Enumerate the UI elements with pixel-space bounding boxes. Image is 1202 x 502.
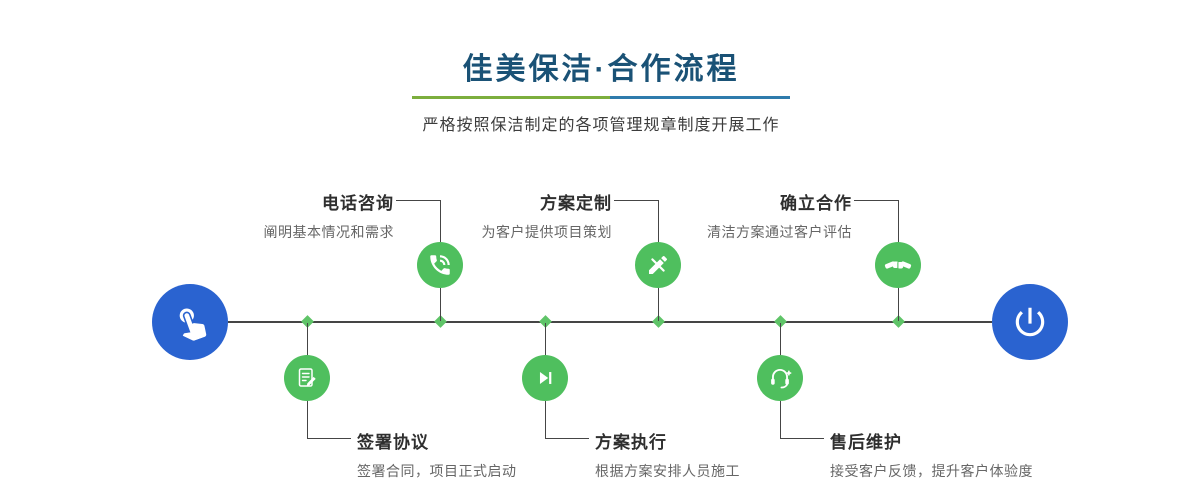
step-text: 方案定制 为客户提供项目策划 — [392, 189, 612, 242]
step-description: 阐明基本情况和需求 — [263, 224, 394, 240]
step-icon-circle — [284, 355, 330, 401]
connector-line — [307, 323, 308, 355]
step-icon-circle — [757, 355, 803, 401]
connector-line — [307, 438, 351, 439]
connector-line — [854, 200, 898, 201]
connector-line — [780, 323, 781, 355]
connector-line — [658, 200, 659, 242]
connector-line — [658, 288, 659, 321]
step-icon-circle — [875, 242, 921, 288]
step-text: 签署协议 签署合同，项目正式启动 — [357, 428, 627, 481]
divider-blue-segment — [610, 96, 790, 99]
step-description: 清洁方案通过客户评估 — [707, 224, 852, 240]
connector-line — [396, 200, 440, 201]
connector-line — [440, 200, 441, 242]
step-title: 售后维护 — [830, 433, 902, 452]
step-title: 签署协议 — [357, 433, 429, 452]
connector-line — [614, 200, 658, 201]
connector-line — [440, 288, 441, 321]
step-text: 确立合作 清洁方案通过客户评估 — [632, 189, 852, 242]
pencil-ruler-icon — [649, 255, 668, 274]
headset-support-icon — [771, 369, 792, 389]
step-title: 电话咨询 — [322, 194, 394, 213]
step-description: 为客户提供项目策划 — [481, 224, 612, 240]
page-subtitle: 严格按照保洁制定的各项管理规章制度开展工作 — [422, 117, 780, 134]
connector-line — [898, 288, 899, 321]
step-title: 确立合作 — [780, 194, 852, 213]
timeline-line — [228, 321, 992, 323]
connector-line — [307, 401, 308, 438]
step-icon-circle — [522, 355, 568, 401]
handshake-icon — [884, 261, 912, 269]
step-description: 根据方案安排人员施工 — [595, 463, 740, 479]
connector-line — [780, 401, 781, 438]
step-icon-circle — [417, 242, 463, 288]
step-description: 签署合同，项目正式启动 — [357, 463, 517, 479]
connector-line — [545, 323, 546, 355]
connector-line — [545, 438, 589, 439]
step-title: 方案执行 — [595, 433, 667, 452]
step-icon-circle — [635, 242, 681, 288]
divider-green-segment — [412, 96, 610, 99]
timeline-start-node — [152, 284, 228, 360]
step-text: 电话咨询 阐明基本情况和需求 — [174, 189, 394, 242]
step-title: 方案定制 — [540, 194, 612, 213]
title-divider — [412, 96, 790, 99]
step-text: 售后维护 接受客户反馈，提升客户体验度 — [830, 428, 1100, 481]
page-title: 佳美保洁·合作流程 — [462, 53, 740, 86]
contract-icon — [298, 368, 316, 387]
phone-icon — [430, 255, 450, 275]
power-icon — [1015, 307, 1045, 337]
step-text: 方案执行 根据方案安排人员施工 — [595, 428, 865, 481]
step-description: 接受客户反馈，提升客户体验度 — [830, 463, 1033, 479]
timeline-end-node — [992, 284, 1068, 360]
connector-line — [898, 200, 899, 242]
pointing-hand-icon — [179, 308, 207, 341]
play-next-icon — [539, 372, 552, 384]
connector-line — [780, 438, 824, 439]
connector-line — [545, 401, 546, 438]
